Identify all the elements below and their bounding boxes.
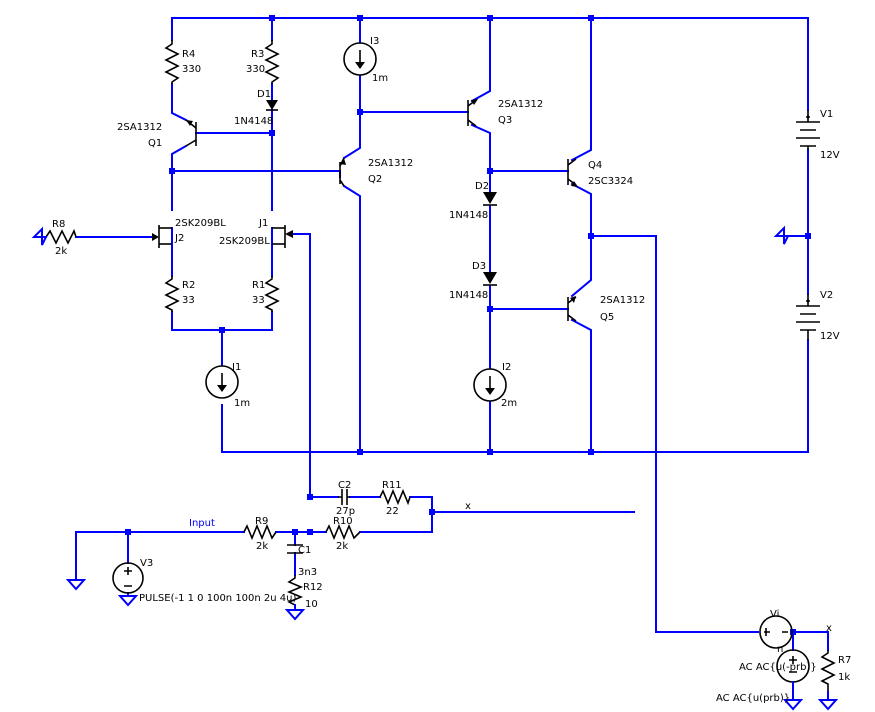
label-c1-value: 3n3: [298, 567, 317, 578]
label-i3-value: 1m: [372, 73, 388, 84]
transistor-q2[interactable]: [339, 157, 346, 187]
capacitor-c2[interactable]: [338, 489, 350, 505]
label-d1-value: 1N4148: [234, 116, 273, 127]
label-v3-name: V3: [140, 558, 153, 569]
resistor-r3[interactable]: [264, 40, 280, 84]
label-v1-value: 12V: [820, 150, 840, 161]
current-source-i3[interactable]: [343, 42, 377, 76]
label-v2-value: 12V: [820, 331, 840, 342]
net-label-x-1: x: [465, 501, 471, 512]
resistor-r9[interactable]: [243, 523, 277, 541]
voltage-source-v3[interactable]: [112, 562, 144, 594]
label-r2-value: 33: [182, 295, 195, 306]
label-r2-name: R2: [182, 280, 195, 291]
label-d2-value: 1N4148: [449, 210, 488, 221]
diode-d2[interactable]: [483, 192, 497, 206]
label-r8-name: R8: [52, 219, 65, 230]
resistor-r8[interactable]: [45, 228, 77, 245]
transistor-q5[interactable]: [567, 296, 577, 322]
label-q5-model: 2SA1312: [600, 295, 645, 306]
resistor-r4[interactable]: [164, 40, 180, 84]
resistor-r12[interactable]: [286, 575, 304, 610]
label-d3-value: 1N4148: [449, 290, 488, 301]
label-r4-name: R4: [182, 49, 195, 60]
label-q4-name: Q4: [588, 160, 602, 171]
transistor-q4[interactable]: [567, 158, 578, 187]
label-q2-name: Q2: [368, 174, 382, 185]
capacitor-c1[interactable]: [287, 544, 303, 554]
label-i1-value: 1m: [234, 398, 250, 409]
label-r11-value: 22: [386, 506, 399, 517]
diode-d3[interactable]: [483, 272, 497, 286]
label-r10-name: R10: [333, 516, 353, 527]
label-vi-node: n: [777, 644, 783, 655]
net-label-x-2: x: [826, 623, 832, 634]
current-probe-vi[interactable]: [759, 615, 793, 649]
label-q1-model: 2SA1312: [117, 122, 162, 133]
label-q1-name: Q1: [148, 138, 162, 149]
label-r8-value: 2k: [55, 246, 67, 257]
jfet-j2[interactable]: [152, 225, 172, 248]
resistor-r2[interactable]: [164, 276, 180, 312]
label-vi-name: Vi: [770, 609, 779, 620]
resistor-r1[interactable]: [264, 276, 280, 312]
label-r7-value: 1k: [838, 672, 850, 683]
label-r3-value: 330: [246, 64, 265, 75]
junction-dots: [125, 15, 811, 635]
transistor-q3[interactable]: [467, 99, 478, 127]
label-j2-model: 2SK209BL: [175, 218, 226, 229]
label-i2-name: I2: [502, 362, 511, 373]
transistor-q1[interactable]: [185, 119, 197, 147]
label-probe-value2: AC AC{u(prb)}: [716, 693, 790, 704]
label-r10-value: 2k: [336, 541, 348, 552]
label-j2-name: J2: [174, 233, 184, 244]
label-r12-value: 10: [305, 599, 318, 610]
battery-v2[interactable]: [796, 294, 820, 340]
label-v2-name: V2: [820, 290, 833, 301]
label-c2-name: C2: [338, 480, 351, 491]
label-c1-name: C1: [298, 545, 311, 556]
label-r11-name: R11: [382, 480, 402, 491]
current-source-i1[interactable]: [205, 365, 239, 399]
current-source-i2[interactable]: [473, 368, 507, 402]
label-i1-name: I1: [232, 362, 241, 373]
wires: [75, 17, 829, 651]
label-q3-model: 2SA1312: [498, 99, 543, 110]
label-q3-name: Q3: [498, 115, 512, 126]
label-i3-name: I3: [370, 36, 379, 47]
resistor-r10[interactable]: [325, 523, 361, 541]
label-r1-name: R1: [252, 280, 265, 291]
resistor-r11[interactable]: [379, 488, 411, 506]
label-q4-model: 2SC3324: [588, 176, 633, 187]
label-r3-name: R3: [251, 49, 264, 60]
label-r12-name: R12: [303, 582, 323, 593]
label-j1-model: 2SK209BL: [219, 236, 270, 247]
label-r9-name: R9: [255, 516, 268, 527]
label-d1-name: D1: [257, 89, 271, 100]
label-c2-value: 27p: [336, 506, 355, 517]
resistor-r7[interactable]: [820, 650, 836, 698]
label-q5-name: Q5: [600, 312, 614, 323]
label-i2-value: 2m: [501, 398, 517, 409]
label-probe-value1: AC AC{u(-prb)}: [739, 662, 817, 673]
label-r4-value: 330: [182, 64, 201, 75]
battery-v1[interactable]: [796, 110, 820, 150]
label-d2-name: D2: [475, 181, 489, 192]
net-label-input: Input: [189, 518, 215, 529]
label-v3-value: PULSE(-1 1 0 100n 100n 2u 4u): [139, 593, 297, 604]
label-q2-model: 2SA1312: [368, 158, 413, 169]
label-j1-name: J1: [258, 218, 268, 229]
jfet-j1[interactable]: [272, 225, 293, 248]
label-r7-name: R7: [838, 655, 851, 666]
ground-symbols: [31, 225, 839, 711]
label-r1-value: 33: [252, 295, 265, 306]
label-v1-name: V1: [820, 109, 833, 120]
label-r9-value: 2k: [256, 541, 268, 552]
diode-d1[interactable]: [266, 100, 278, 111]
label-d3-name: D3: [472, 261, 486, 272]
